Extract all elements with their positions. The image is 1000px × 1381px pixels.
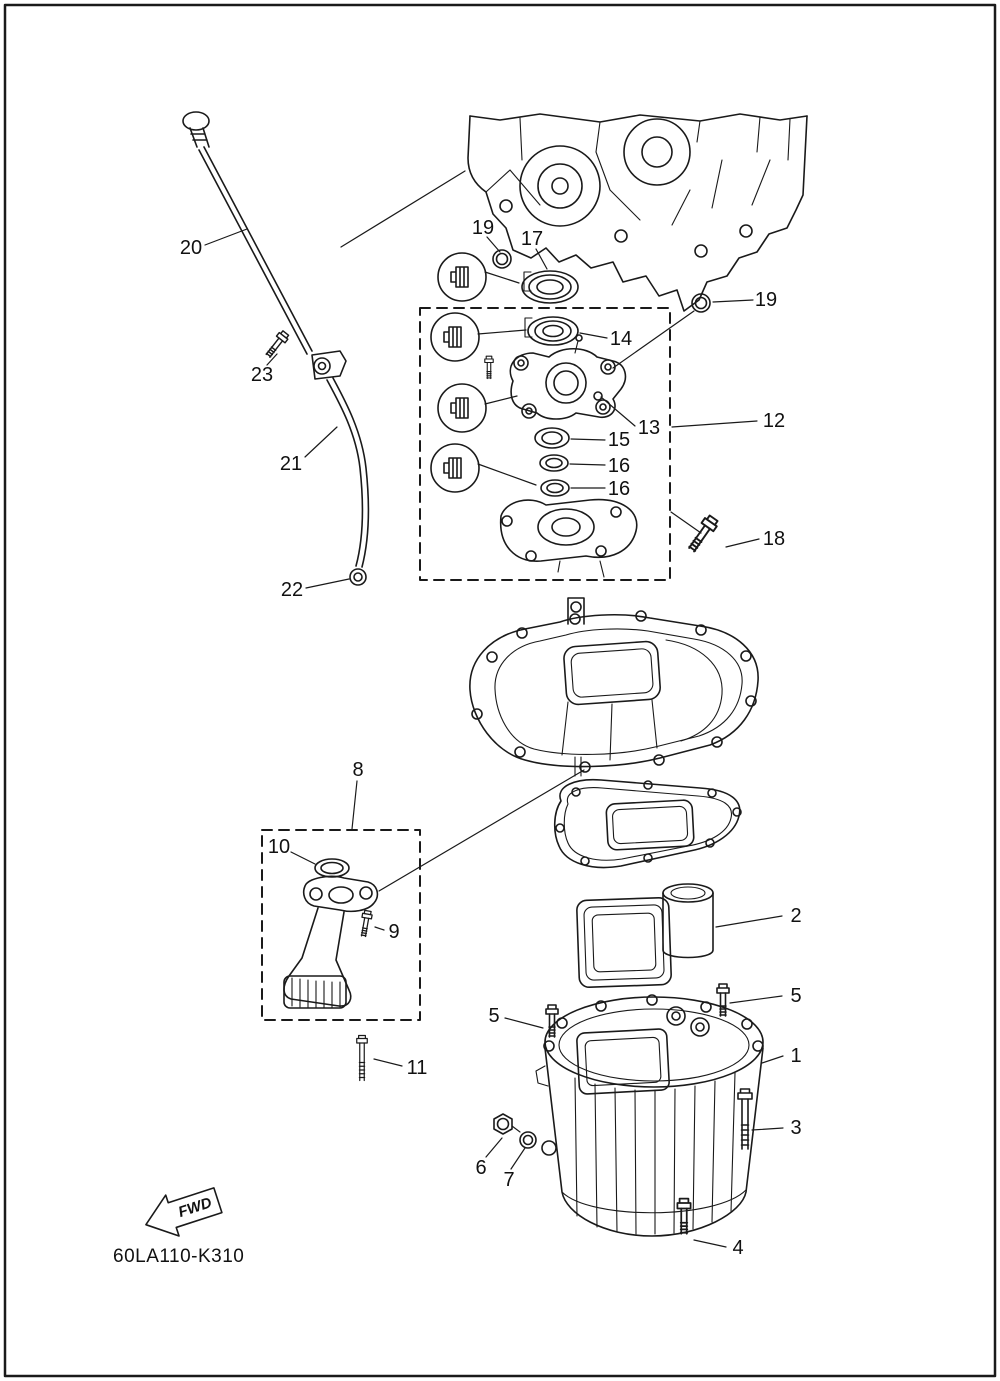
callout-3: 3	[790, 1117, 801, 1139]
callout-18: 18	[763, 528, 785, 550]
callout-4: 4	[732, 1237, 743, 1259]
seal-15	[534, 427, 570, 449]
callout-5a: 5	[488, 1005, 499, 1027]
callout-23: 23	[251, 364, 273, 386]
gasket-10	[314, 858, 350, 878]
ventilation-body	[469, 597, 759, 777]
grommet-22	[349, 568, 367, 586]
oring-19b	[691, 293, 711, 313]
callout-11: 11	[407, 1057, 428, 1079]
bolt-9	[358, 909, 374, 938]
bracket-mark-14	[524, 317, 533, 338]
callout-19a: 19	[472, 217, 494, 239]
oring-16b	[540, 479, 570, 497]
pump-cover	[499, 498, 638, 578]
leader-lines	[204, 170, 784, 1248]
part-code: 60LA110-K310	[113, 1246, 244, 1267]
clip-detail-1	[437, 252, 487, 302]
callout-10: 10	[268, 836, 290, 858]
pump-body-13	[509, 334, 627, 420]
clip-detail-3	[437, 383, 487, 433]
strainer-dashed-box	[261, 829, 421, 1021]
callout-9: 9	[388, 921, 399, 943]
callout-19b: 19	[755, 289, 777, 311]
callout-15: 15	[608, 429, 630, 451]
engine-block	[467, 113, 808, 312]
callout-16b: 16	[608, 478, 630, 500]
callout-7: 7	[503, 1169, 514, 1191]
dipstick-20	[182, 111, 313, 355]
clip-detail-4	[430, 443, 480, 493]
bolt-11	[356, 1034, 368, 1082]
callout-22: 22	[281, 579, 303, 601]
callout-21: 21	[280, 453, 302, 475]
bolt-3	[737, 1088, 753, 1150]
callout-8: 8	[352, 759, 363, 781]
bolt-5b	[716, 983, 730, 1017]
callout-14: 14	[610, 328, 632, 350]
callout-labels: 20 23 19 17 19 14 13 12 15 16 16 21 22 1…	[180, 217, 802, 1259]
guide-tube-21	[311, 350, 370, 568]
bracket-mark-17	[523, 271, 532, 292]
fwd-arrow: FWD	[145, 1187, 223, 1237]
element-2	[576, 883, 714, 989]
seal-17	[521, 270, 579, 304]
drain-plug-6	[493, 1113, 521, 1135]
clip-detail-2	[430, 312, 480, 362]
pan-gasket	[553, 778, 742, 869]
seal-14	[527, 316, 579, 346]
oil-strainer-8	[261, 829, 421, 1021]
callout-1: 1	[790, 1045, 801, 1067]
callout-6: 6	[475, 1157, 486, 1179]
callout-13: 13	[638, 417, 660, 439]
oring-16a	[539, 454, 569, 472]
callout-12: 12	[763, 410, 785, 432]
page-border	[3, 3, 997, 1378]
callout-5b: 5	[790, 985, 801, 1007]
bolt-18	[684, 513, 721, 555]
pump-bolt-small	[484, 355, 494, 380]
oil-pump-assembly-12	[419, 249, 671, 581]
bolt-4	[676, 1197, 692, 1235]
callout-16a: 16	[608, 455, 630, 477]
callout-2: 2	[790, 905, 801, 927]
washer-7	[519, 1131, 537, 1149]
callout-17: 17	[521, 228, 543, 250]
fwd-arrow-shape	[145, 1187, 223, 1237]
pump-group-dashed-box	[419, 307, 671, 581]
callout-20: 20	[180, 237, 202, 259]
oring-19a	[492, 249, 512, 269]
oil-pan-1	[535, 994, 764, 1237]
